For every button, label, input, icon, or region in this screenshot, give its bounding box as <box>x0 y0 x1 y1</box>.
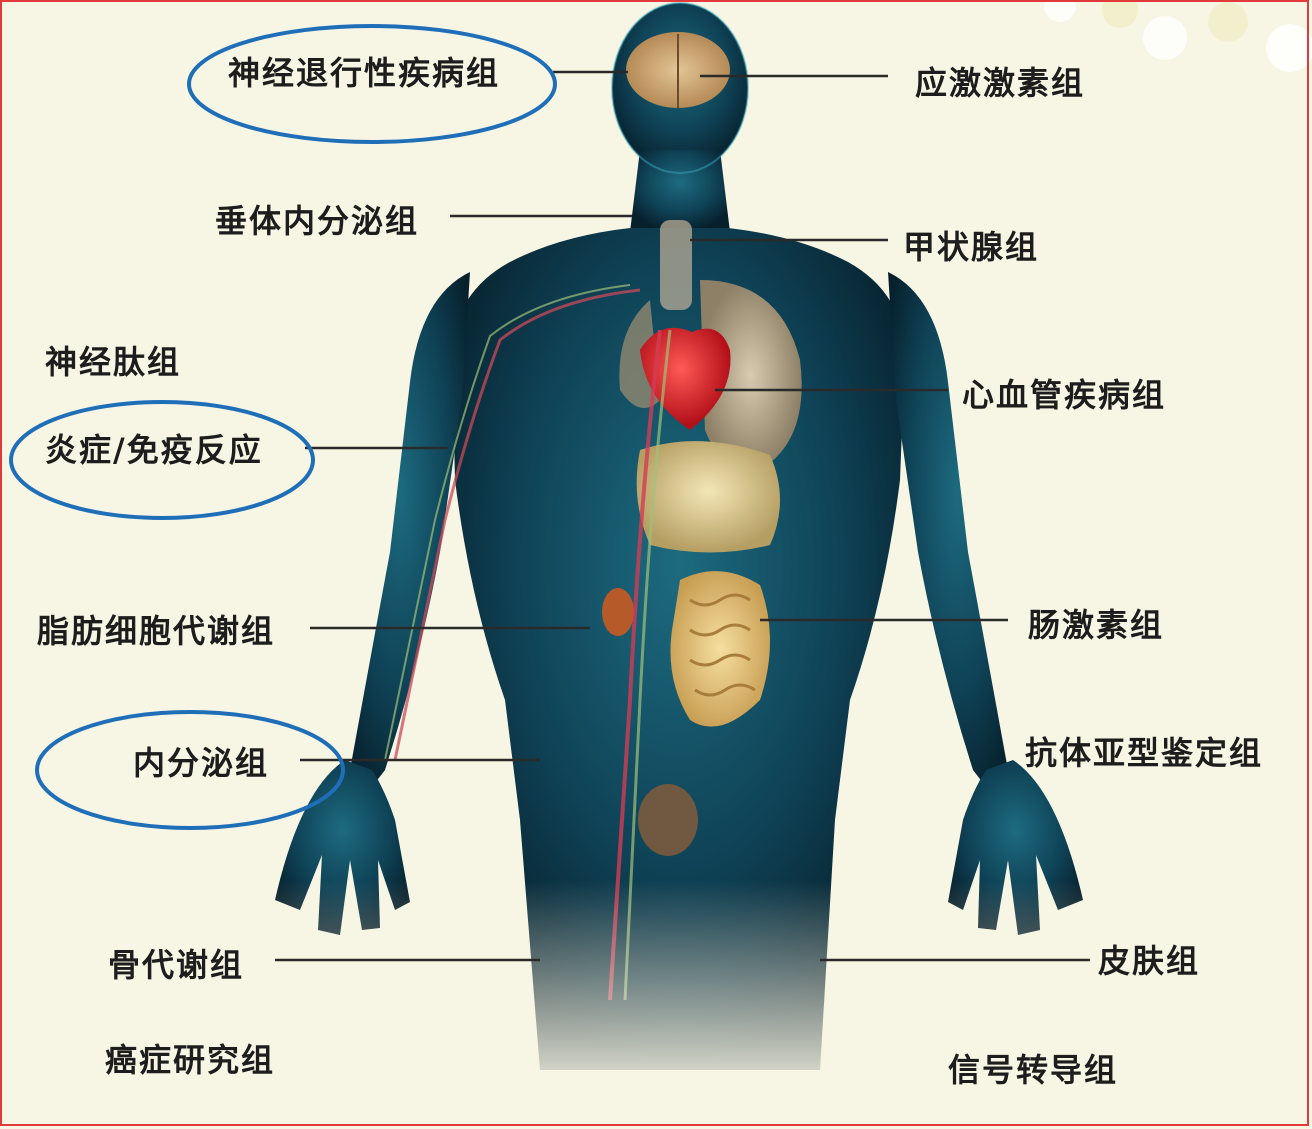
label-bone-metabolism: 骨代谢组 <box>108 940 244 986</box>
label-signal-transduction: 信号转导组 <box>948 1045 1118 1091</box>
label-neuropeptide: 神经肽组 <box>45 337 181 383</box>
label-cancer-research: 癌症研究组 <box>105 1035 275 1081</box>
label-cardiovascular: 心血管疾病组 <box>962 370 1166 416</box>
label-adipocyte-metabolism: 脂肪细胞代谢组 <box>37 606 275 652</box>
label-inflammation-immune: 炎症/免疫反应 <box>45 425 263 471</box>
label-thyroid: 甲状腺组 <box>903 222 1039 268</box>
label-neurodegenerative: 神经退行性疾病组 <box>228 48 500 94</box>
label-pituitary-endocrine: 垂体内分泌组 <box>215 196 419 242</box>
label-antibody-isotyping: 抗体亚型鉴定组 <box>1025 728 1263 774</box>
label-endocrine: 内分泌组 <box>133 738 269 784</box>
label-skin: 皮肤组 <box>1098 936 1200 982</box>
label-stress-hormone: 应激激素组 <box>915 58 1085 104</box>
label-gut-hormone: 肠激素组 <box>1028 600 1164 646</box>
